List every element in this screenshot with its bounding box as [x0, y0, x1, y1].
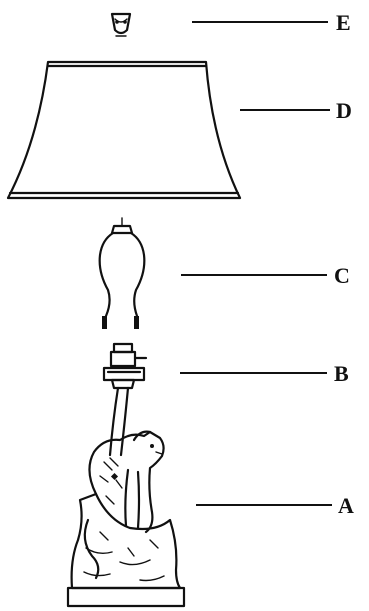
harp-label: C: [334, 263, 350, 288]
lamp-rod: [110, 388, 128, 455]
finial-label: E: [336, 10, 351, 35]
socket-icon: [104, 344, 146, 388]
base-label: A: [338, 493, 354, 518]
harp-icon: [100, 218, 145, 329]
socket-label: B: [334, 361, 349, 386]
finial-icon: [112, 14, 130, 36]
panther-base-icon: [68, 432, 184, 606]
shade-label: D: [336, 98, 352, 123]
lamp-shade-icon: [8, 62, 240, 198]
